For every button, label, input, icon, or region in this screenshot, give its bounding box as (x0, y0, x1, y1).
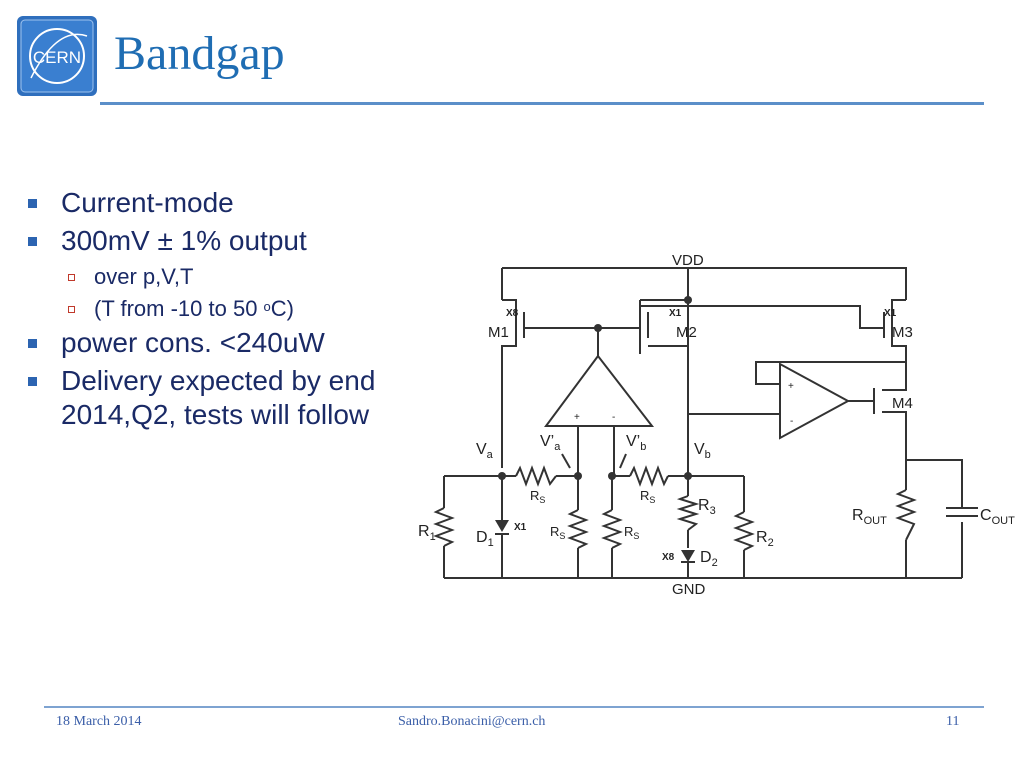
m3-label: M3 (892, 324, 913, 341)
square-bullet-icon (28, 377, 37, 386)
rs-label-top-left: RS (530, 488, 545, 505)
cern-logo: CERN (17, 16, 97, 96)
bandgap-schematic: VDD GND M1 M2 M3 M4 X8 X1 X1 X1 X8 + - +… (418, 252, 1015, 598)
rs-label-bottom-right: RS (624, 524, 639, 541)
bullet-text: 300mV ± 1% output (61, 225, 307, 256)
rs-label-top-right: RS (640, 488, 655, 505)
square-bullet-icon (28, 199, 37, 208)
footer-date: 18 March 2014 (56, 714, 142, 729)
d1-label: D1 (476, 529, 494, 549)
r1-label: R1 (418, 523, 436, 543)
opamp2-minus: - (790, 416, 793, 427)
m1-multiplier: X8 (506, 308, 519, 319)
hollow-square-bullet-icon (68, 274, 75, 281)
rout-label: ROUT (852, 507, 887, 527)
r3-label: R3 (698, 497, 716, 517)
opamp1-plus: + (574, 412, 580, 423)
vb-label: Vb (694, 441, 711, 461)
rs-label-bottom-left: RS (550, 524, 565, 541)
r2-label: R2 (756, 529, 774, 549)
footer-email: Sandro.Bonacini@cern.ch (398, 714, 546, 729)
footer-divider (44, 706, 984, 708)
bullet-item: power cons. <240uW (26, 326, 446, 360)
vpb-label: V’b (626, 433, 646, 453)
m2-label: M2 (676, 324, 697, 341)
logo-text: CERN (33, 48, 81, 67)
slide-title: Bandgap (114, 27, 285, 80)
square-bullet-icon (28, 237, 37, 246)
m1-label: M1 (488, 324, 509, 341)
m3-multiplier: X1 (884, 308, 897, 319)
bullet-item: 300mV ± 1% output (26, 224, 446, 258)
bullet-text: Current-mode (61, 187, 234, 218)
d2-label: D2 (700, 549, 718, 569)
sub-bullet-text: over p,V,T (94, 264, 194, 289)
footer-page-number: 11 (946, 714, 960, 729)
square-bullet-icon (28, 339, 37, 348)
vdd-label: VDD (672, 252, 704, 269)
sub-bullet-text: (T from -10 to 50 oC) (94, 296, 294, 321)
gnd-label: GND (672, 581, 706, 598)
sub-bullet-item: (T from -10 to 50 oC) (68, 294, 446, 324)
bullet-item: Current-mode (26, 186, 446, 220)
opamp2-plus: + (788, 381, 794, 392)
title-divider (100, 102, 984, 105)
sub-bullet-item: over p,V,T (68, 262, 446, 292)
m2-multiplier: X1 (669, 308, 682, 319)
bullet-list: Current-mode 300mV ± 1% output over p,V,… (26, 186, 446, 436)
opamp1-minus: - (612, 412, 615, 423)
vpa-label: V’a (540, 433, 561, 453)
d1-multiplier: X1 (514, 522, 527, 533)
bullet-text: power cons. <240uW (61, 327, 325, 358)
bullet-item: Delivery expected by end 2014,Q2, tests … (26, 364, 446, 432)
bullet-text: Delivery expected by end 2014,Q2, tests … (61, 365, 376, 430)
m4-label: M4 (892, 395, 913, 412)
hollow-square-bullet-icon (68, 306, 75, 313)
cout-label: COUT (980, 507, 1015, 527)
va-label: Va (476, 441, 494, 461)
d2-multiplier: X8 (662, 552, 675, 563)
